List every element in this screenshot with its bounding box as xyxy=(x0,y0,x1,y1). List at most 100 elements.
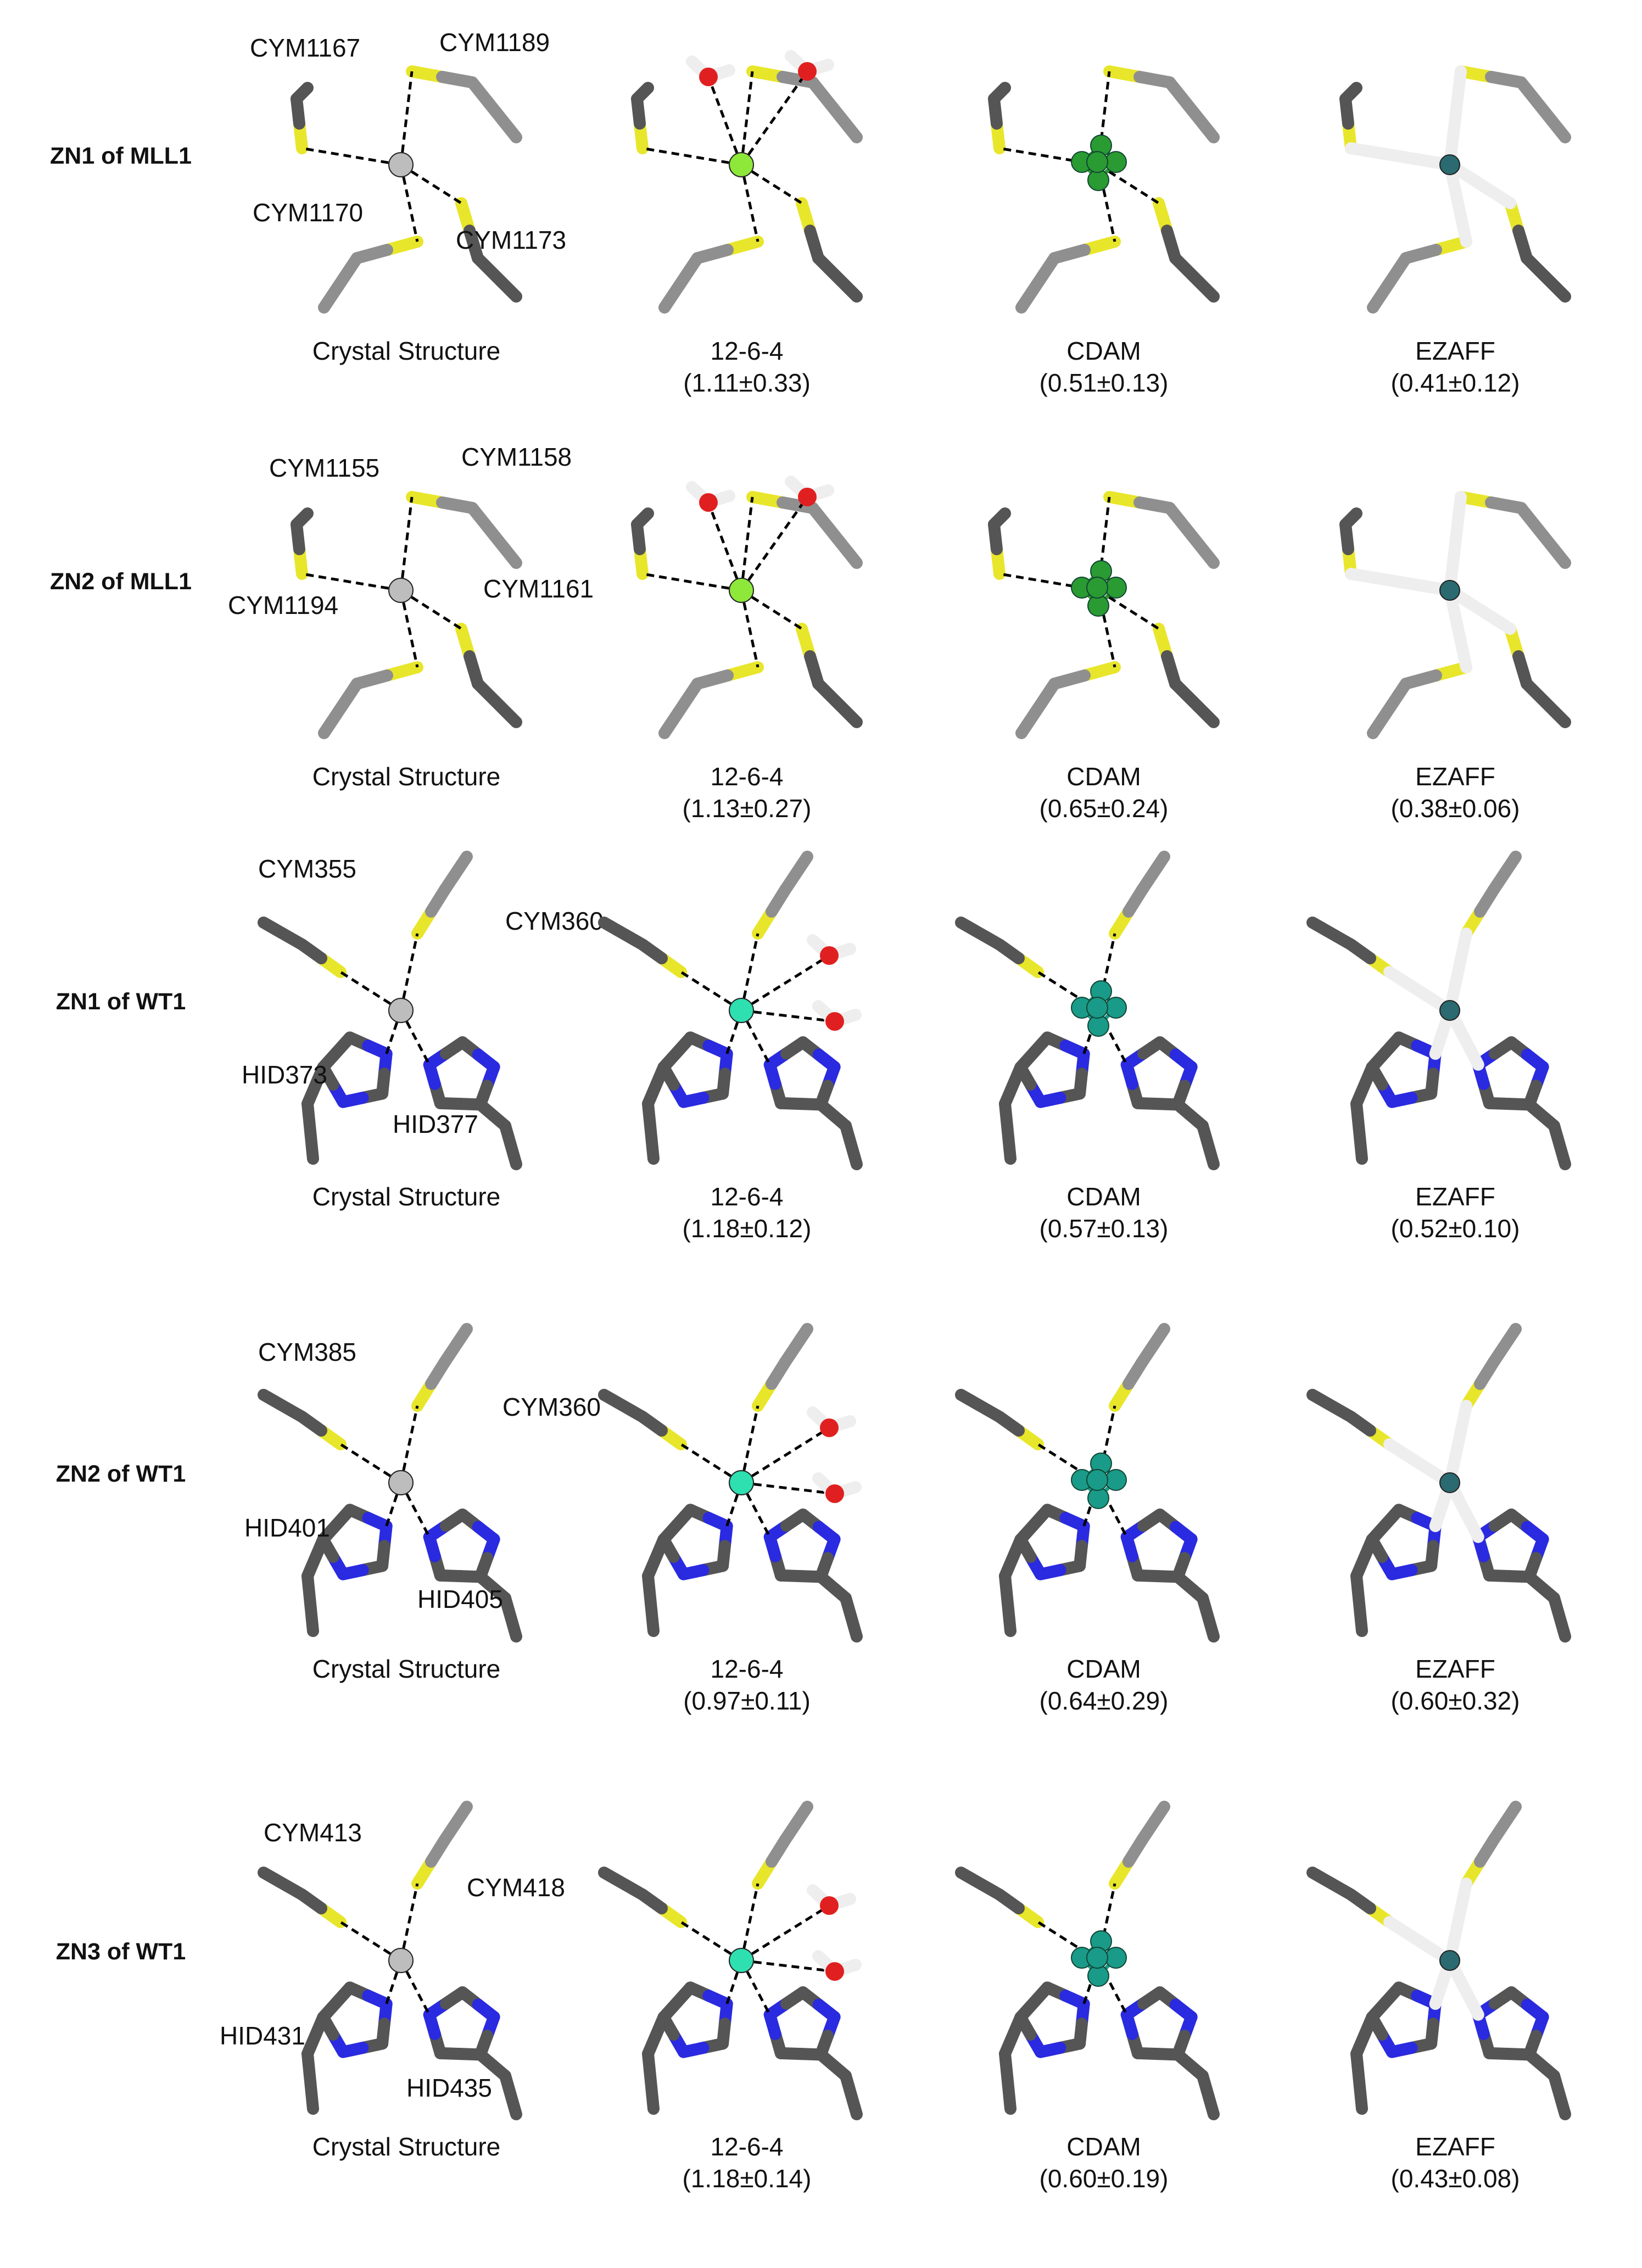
method-name: 12-6-4 xyxy=(710,1655,784,1683)
cysteine-residue xyxy=(988,507,1011,530)
zinc-ion xyxy=(729,1948,754,1973)
zinc-ion xyxy=(388,998,414,1023)
residue-label-4: HID377 xyxy=(393,1110,478,1138)
cysteine-residue xyxy=(258,917,308,951)
residue-label-2: CYM418 xyxy=(467,1873,565,1902)
histidine-sidechain xyxy=(999,1570,1017,1637)
histidine-sidechain xyxy=(1197,2070,1220,2120)
structure-1264 xyxy=(598,851,863,1170)
cysteine-residue xyxy=(807,76,863,143)
structure-cdam xyxy=(955,1801,1220,2120)
cysteine-residue xyxy=(1306,1867,1357,1901)
histidine-ring xyxy=(702,1512,733,1532)
row-zn1-mll1: ZN1 of MLL1 CYM1167 CYM1189 CYM1170 CYM1… xyxy=(0,0,1642,454)
cysteine-residue xyxy=(1306,1389,1357,1423)
row-label: ZN3 of WT1 xyxy=(55,1939,186,1965)
histidine-sidechain xyxy=(642,2048,660,2115)
ezaff-bond xyxy=(1444,159,1472,248)
residue-label-4: HID405 xyxy=(417,1585,503,1613)
coordination-bond xyxy=(741,1481,835,1495)
histidine-sidechain xyxy=(1350,2011,1378,2060)
structure-ezaff xyxy=(1306,1801,1571,2120)
coordination-bond xyxy=(740,1405,759,1483)
zinc-ion xyxy=(1439,1472,1460,1493)
cationic-dummy-atom xyxy=(1105,1469,1127,1491)
panel-cdam: CDAM(0.64±0.29) xyxy=(928,1318,1280,1715)
histidine-sidechain xyxy=(1350,2048,1368,2115)
panel-crystal: CYM385 CYM360 HID401 HID405 Crystal Stru… xyxy=(231,1318,601,1683)
cationic-dummy-atom xyxy=(1105,1947,1127,1969)
coordination-bond xyxy=(1097,1959,1128,2015)
water-molecule xyxy=(798,62,817,81)
coordination-bond xyxy=(740,590,759,668)
rmsd-value: (0.57±0.13) xyxy=(1039,1214,1169,1243)
histidine-sidechain xyxy=(642,2011,670,2060)
method-name: Crystal Structure xyxy=(312,337,501,365)
rmsd-value: (1.18±0.12) xyxy=(682,1214,812,1243)
coordination-bond xyxy=(399,71,414,165)
water-molecule xyxy=(825,1484,844,1503)
structure-1264 xyxy=(598,1801,863,2120)
coordination-bond xyxy=(741,1009,835,1023)
residue-label-3: HID401 xyxy=(244,1513,330,1542)
cysteine-residue xyxy=(812,252,863,303)
histidine-ring xyxy=(423,1058,441,1090)
histidine-sidechain xyxy=(840,2070,863,2120)
cysteine-residue xyxy=(779,1801,813,1846)
structure-crystal xyxy=(291,65,522,314)
panel-caption: 12-6-4(1.11±0.33) xyxy=(571,335,923,399)
histidine-sidechain xyxy=(1350,1098,1368,1165)
cysteine-residue xyxy=(807,502,863,569)
zinc-ion xyxy=(1439,1950,1460,1971)
method-name: CDAM xyxy=(1066,762,1141,791)
cationic-dummy-atom xyxy=(1105,577,1127,599)
rmsd-value: (0.41±0.12) xyxy=(1390,368,1520,397)
water-molecule xyxy=(798,488,817,506)
coordination-bond xyxy=(740,70,809,166)
row-zn2-mll1: ZN2 of MLL1 CYM1155 CYM1158 CYM1194 CYM1… xyxy=(0,426,1642,879)
structure-crystal xyxy=(258,1801,522,2120)
cysteine-residue xyxy=(988,82,1011,105)
coordination-bond xyxy=(399,933,419,1011)
histidine-sidechain xyxy=(1548,1120,1571,1170)
panel-caption: CDAM(0.57±0.13) xyxy=(928,1181,1280,1244)
coordination-bond xyxy=(707,502,743,591)
method-name: CDAM xyxy=(1066,1655,1141,1683)
structure-cdam xyxy=(988,491,1220,739)
residue-label-3: CYM1194 xyxy=(228,591,339,619)
histidine-ring xyxy=(1120,1530,1138,1562)
coordination-bond xyxy=(707,76,743,165)
panel-caption: 12-6-4 (1.18±0.12) xyxy=(571,1181,923,1244)
cysteine-residue xyxy=(658,252,703,314)
row-zn3-wt1: ZN3 of WT1 CYM413 CYM418 HID431 HID435 C… xyxy=(0,1796,1642,2249)
cysteine-residue xyxy=(439,1801,473,1846)
ezaff-bond xyxy=(1345,142,1456,171)
method-name: 12-6-4 xyxy=(710,1182,784,1211)
histidine-sidechain xyxy=(301,1061,329,1110)
cationic-dummy-atom xyxy=(1086,577,1108,599)
cysteine-residue xyxy=(318,678,363,739)
cationic-dummy-atom xyxy=(1086,1469,1108,1491)
coordination-bond xyxy=(740,1426,830,1484)
cysteine-residue xyxy=(472,252,522,303)
panel-cdam: CDAM(0.65±0.24) xyxy=(928,426,1280,823)
row-label: ZN2 of MLL1 xyxy=(50,568,192,595)
method-name: EZAFF xyxy=(1415,337,1495,365)
structure-cdam xyxy=(955,851,1220,1170)
zinc-ion xyxy=(388,152,414,177)
cysteine-residue xyxy=(598,917,649,951)
histidine-ring xyxy=(763,2008,781,2040)
histidine-sidechain xyxy=(642,1061,670,1110)
rmsd-value: (1.13±0.27) xyxy=(682,794,812,823)
water-molecule xyxy=(820,1418,839,1437)
histidine-sidechain xyxy=(840,1120,863,1170)
panel-caption: EZAFF(0.60±0.32) xyxy=(1280,1653,1631,1717)
coordination-bond xyxy=(399,590,419,668)
histidine-sidechain xyxy=(301,1533,329,1582)
panel-1264: 12-6-4(0.97±0.11) xyxy=(571,1318,923,1715)
cysteine-residue xyxy=(1488,851,1522,896)
coordination-bond xyxy=(740,933,759,1011)
histidine-sidechain xyxy=(999,1533,1027,1582)
cysteine-residue xyxy=(466,502,522,569)
cationic-dummy-atom xyxy=(1086,151,1108,173)
